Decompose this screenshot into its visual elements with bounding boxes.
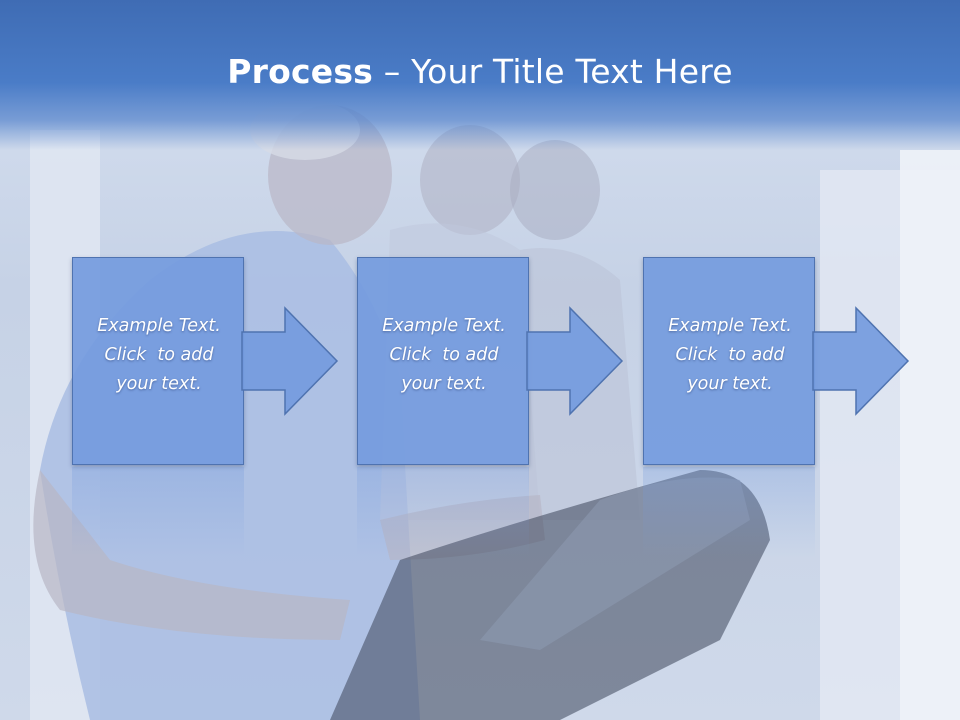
step-3-line-3: your text. [687, 374, 773, 394]
step-1-line-1: Example Text. [97, 316, 221, 336]
step-2-text[interactable]: Example Text. Click to add your text. [358, 312, 530, 399]
process-step-1[interactable]: Example Text. Click to add your text. [72, 257, 244, 465]
slide-title[interactable]: Process – Your Title Text Here [0, 52, 960, 91]
step-3-line-1: Example Text. [668, 316, 792, 336]
arrow-right-icon[interactable] [811, 306, 911, 416]
step-3-reflection [643, 467, 815, 557]
step-1-reflection [72, 467, 244, 557]
arrow-right-icon[interactable] [240, 306, 340, 416]
title-bar [0, 0, 960, 150]
step-1-line-3: your text. [116, 374, 202, 394]
step-2-line-1: Example Text. [382, 316, 506, 336]
title-bold: Process [227, 52, 374, 91]
process-step-2[interactable]: Example Text. Click to add your text. [357, 257, 529, 465]
arrow-right-icon[interactable] [525, 306, 625, 416]
step-2-line-3: your text. [401, 374, 487, 394]
step-3-text[interactable]: Example Text. Click to add your text. [644, 312, 816, 399]
title-rest: – Your Title Text Here [373, 52, 733, 91]
step-1-text[interactable]: Example Text. Click to add your text. [73, 312, 245, 399]
step-1-line-2: Click to add [104, 345, 214, 365]
step-3-line-2: Click to add [675, 345, 785, 365]
step-2-reflection [357, 467, 529, 557]
process-step-3[interactable]: Example Text. Click to add your text. [643, 257, 815, 465]
step-2-line-2: Click to add [389, 345, 499, 365]
